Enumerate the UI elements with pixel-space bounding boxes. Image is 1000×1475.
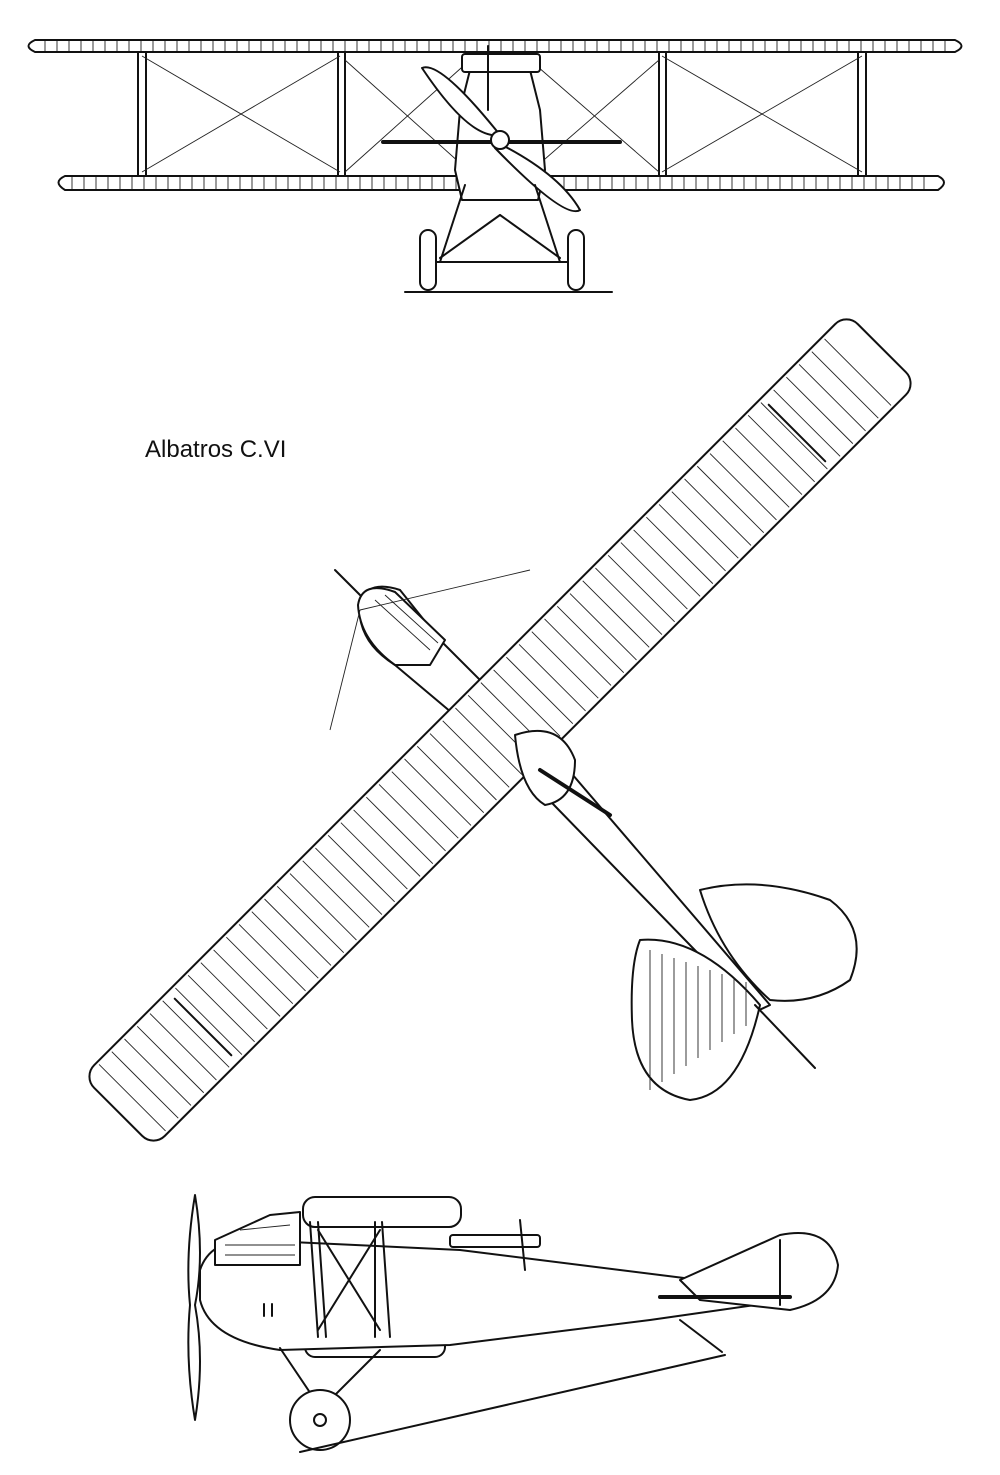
front-propeller: [421, 66, 581, 213]
side-tail-skid: [679, 1319, 723, 1353]
front-undercarriage: [429, 184, 571, 263]
front-view: [27, 39, 963, 293]
top-tailplane-left: [630, 938, 761, 1101]
side-interplane-struts: [309, 1221, 391, 1338]
side-rear-gun: [449, 1219, 541, 1271]
front-radiator: [461, 53, 541, 73]
top-propeller-hub: [334, 569, 361, 596]
front-bracing-wires: [141, 55, 863, 173]
side-view: [187, 1194, 839, 1453]
side-propeller: [187, 1194, 201, 1421]
top-tailplane-ribs: [649, 950, 747, 1090]
top-tailplane-right: [699, 883, 858, 1002]
top-rudder: [754, 1004, 816, 1069]
side-cowling-vents: [263, 1303, 273, 1317]
front-upper-wing: [27, 39, 963, 53]
top-gunner-ring: [514, 729, 576, 806]
top-engine-detail: [374, 594, 439, 651]
side-tail-fin: [679, 1232, 839, 1311]
top-wing: [88, 318, 912, 1142]
side-ground-line: [299, 1354, 726, 1453]
aircraft-title: Albatros C.VI: [145, 436, 287, 463]
front-wheel-right: [567, 229, 585, 291]
side-engine: [214, 1211, 301, 1266]
front-interplane-struts: [137, 51, 867, 177]
top-view: [88, 318, 912, 1142]
top-rear-gun: [538, 768, 612, 817]
top-bracing-wires: [329, 569, 531, 731]
side-engine-detail: [225, 1224, 295, 1256]
front-wheel-left: [419, 229, 437, 291]
front-upper-wing-ribs: [44, 41, 946, 51]
top-engine-cowling: [357, 587, 446, 666]
